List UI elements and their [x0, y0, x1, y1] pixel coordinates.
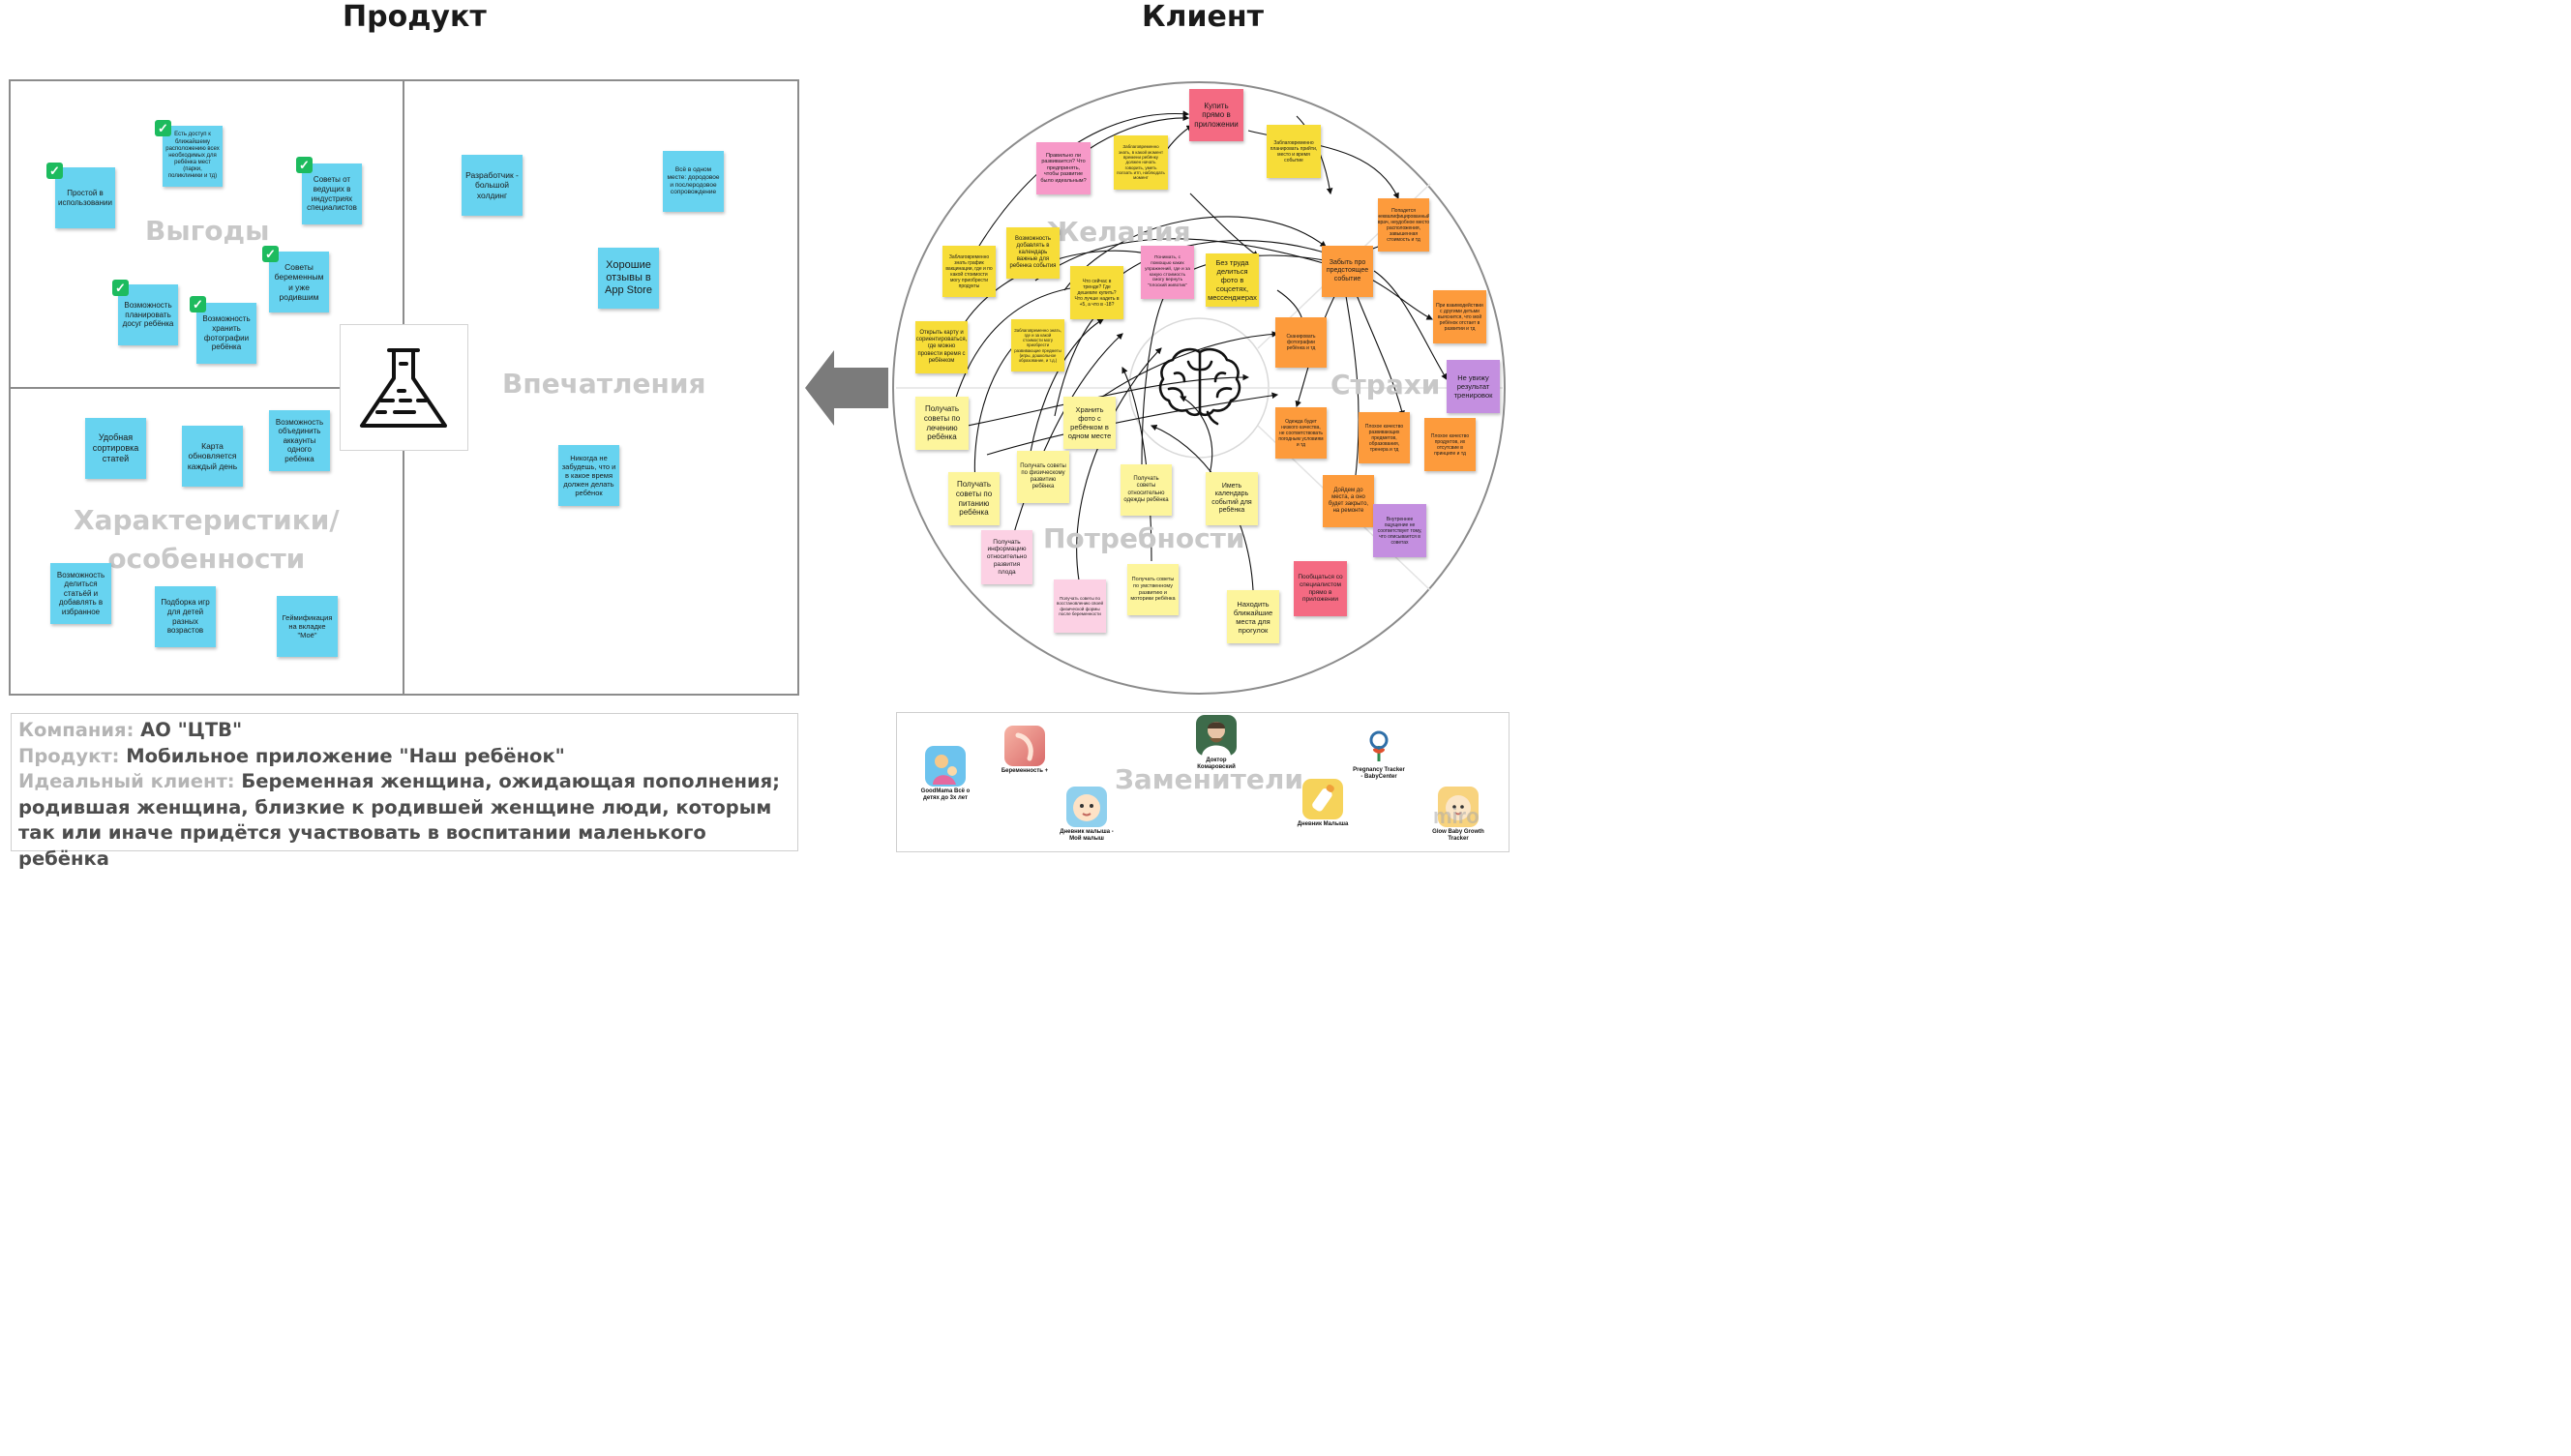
sticky-want[interactable]: Правильно ли развивается? Что предпринят… — [1036, 142, 1091, 194]
sticky-gain[interactable]: Простой в использовании — [55, 167, 115, 228]
sticky-want[interactable]: Заблаговременно знать, где и за какой ст… — [1011, 319, 1064, 371]
check-icon: ✓ — [296, 157, 313, 173]
sticky-want[interactable]: Открыть карту и сориентироваться, где мо… — [915, 321, 968, 373]
app-komarovsky: Доктор Комаровский — [1189, 715, 1243, 771]
sticky-feature[interactable]: Возможность объединить аккаунты одного р… — [269, 410, 330, 471]
wants-label: Желания — [1046, 216, 1191, 248]
sticky-feature[interactable]: Удобная сортировка статей — [85, 418, 146, 479]
sticky-want[interactable]: Купить прямо в приложении — [1189, 89, 1243, 141]
sticky-need[interactable]: Получать советы по питанию ребёнка — [948, 472, 1000, 525]
gains-label: Выгоды — [145, 215, 270, 247]
substitutes-label: Заменители — [1115, 763, 1303, 795]
sticky-experience[interactable]: Всё в одном месте: дородовое и послеродо… — [663, 151, 724, 212]
sticky-need[interactable]: Получать информацию относительно развити… — [981, 530, 1032, 584]
app-baby-bottle: Дневник Малыша — [1296, 779, 1350, 828]
sticky-fear[interactable]: Внутреннее ощущение не соответствует том… — [1373, 504, 1426, 557]
ideal-client-key: Идеальный клиент: — [18, 770, 235, 792]
sticky-want[interactable]: Заблаговременно планировать прийти, мест… — [1267, 125, 1321, 178]
check-icon: ✓ — [155, 120, 171, 136]
app-babycenter: Pregnancy Tracker - BabyCenter — [1352, 728, 1406, 781]
company-key: Компания: — [18, 719, 135, 741]
sticky-fear[interactable]: Не увижу результат тренировок — [1447, 360, 1500, 413]
sticky-want[interactable]: Понимать, с помощью каких упражнений, гд… — [1141, 246, 1194, 299]
sticky-experience[interactable]: Разработчик - большой холдинг — [462, 155, 523, 216]
sticky-need[interactable]: Иметь календарь событий для ребёнка — [1206, 472, 1258, 525]
sticky-want[interactable]: Заблаговременно знать график вакцинации,… — [942, 246, 996, 297]
arrow-left-icon — [805, 350, 890, 431]
sticky-fear[interactable]: Дойдем до места, а оно будет закрыто, на… — [1323, 475, 1374, 527]
app-glow-baby: Glow Baby Growth Tracker — [1429, 787, 1487, 843]
ideal-client-value: Беременная женщина, ожидающая пополнения… — [18, 770, 780, 870]
sticky-need[interactable]: Получать советы по физическому развитию … — [1017, 451, 1069, 503]
app-baby-diary: Дневник малыша - Мой малыш — [1060, 787, 1114, 843]
app-goodmama: GoodMama Всё о детях до 3х лет — [918, 746, 972, 802]
client-header: Клиент — [1142, 0, 1264, 34]
sticky-feature[interactable]: Геймификация на вкладке "Моё" — [277, 596, 338, 657]
sticky-experience[interactable]: Никогда не забудешь, что и в какое время… — [558, 445, 619, 506]
sticky-fear[interactable]: Забыть про предстоящее событие — [1322, 246, 1373, 297]
sticky-need[interactable]: Получать советы по восстановлению своей … — [1054, 579, 1106, 633]
sticky-need[interactable]: Получать советы по лечению ребёнка — [915, 397, 969, 450]
sticky-want[interactable]: Что сейчас в тренде? Где дешевле купить?… — [1070, 266, 1123, 319]
sticky-fear[interactable]: Сканировать фотографии ребёнка и тд — [1275, 317, 1327, 368]
horizontal-divider — [10, 387, 404, 389]
sticky-fear[interactable]: Плохое качество развивающих предметов, о… — [1359, 412, 1410, 463]
babycenter-icon — [1360, 728, 1397, 765]
sticky-want[interactable]: Заблаговременно знать, в какой момент вр… — [1114, 135, 1168, 190]
brain-icon — [1155, 344, 1246, 432]
substitutes-box: Заменители GoodMama Всё о детях до 3х ле… — [896, 712, 1510, 852]
sticky-gain[interactable]: Советы беременным и уже родившим — [269, 252, 329, 312]
sticky-feature[interactable]: Карта обновляется каждый день — [182, 426, 243, 487]
flask-icon — [340, 324, 468, 451]
sticky-gain[interactable]: Есть доступ к ближайшему расположению вс… — [163, 126, 223, 187]
product-header: Продукт — [343, 0, 487, 34]
sticky-need[interactable]: Получать советы относительно одежды ребё… — [1121, 464, 1172, 516]
sticky-gain[interactable]: Возможность хранить фотографии ребёнка — [196, 303, 256, 364]
komarovsky-icon — [1196, 715, 1237, 756]
fears-label: Страхи — [1330, 369, 1441, 401]
product-key: Продукт: — [18, 744, 120, 767]
company-info-box: Компания: АО "ЦТВ" Продукт: Мобильное пр… — [11, 713, 798, 870]
sticky-want[interactable]: Без труда делиться фото в соцсетях, месс… — [1206, 253, 1259, 307]
goodmama-icon — [925, 746, 966, 787]
baby-bottle-icon — [1302, 779, 1343, 819]
sticky-fear[interactable]: Попадется неквалифицированный врач, неуд… — [1378, 198, 1429, 252]
check-icon: ✓ — [262, 246, 279, 262]
sticky-need[interactable]: Получать советы по умственному развитию … — [1127, 564, 1179, 615]
sticky-experience[interactable]: Хорошие отзывы в App Store — [598, 248, 659, 309]
glow-baby-icon — [1438, 787, 1479, 827]
features-label: Характеристики/ особенности — [74, 504, 340, 575]
sticky-need[interactable]: Пообщаться со специалистом прямо в прило… — [1294, 561, 1347, 616]
check-icon: ✓ — [190, 296, 206, 312]
baby-diary-icon — [1066, 787, 1107, 827]
sticky-fear[interactable]: При взаимодействии с другими детьми выяс… — [1433, 290, 1486, 343]
needs-label: Потребности — [1043, 522, 1245, 554]
sticky-need[interactable]: Находить ближайшие места для прогулок — [1227, 590, 1279, 643]
experience-label: Впечатления — [502, 368, 706, 400]
sticky-feature[interactable]: Подборка игр для детей разных возрастов — [155, 586, 216, 647]
sticky-fear[interactable]: Плохое качество продуктов, их отсутсвие … — [1424, 418, 1476, 471]
product-value: Мобильное приложение "Наш ребёнок" — [126, 744, 565, 767]
sticky-need[interactable]: Хранить фото с ребёнком в одном месте — [1063, 397, 1116, 449]
company-value: АО "ЦТВ" — [140, 719, 243, 741]
sticky-gain[interactable]: Советы от ведущих в индустриях специалис… — [302, 163, 362, 224]
sticky-feature[interactable]: Возможность делиться статьёй и добавлять… — [50, 563, 111, 624]
app-pregnancy-plus: Беременность + — [998, 726, 1052, 775]
sticky-fear[interactable]: Одежда будет низкого качества, не соотве… — [1275, 407, 1327, 459]
miro-watermark: miro — [1433, 804, 1480, 828]
check-icon: ✓ — [46, 163, 63, 179]
sticky-want[interactable]: Возможность добавлять в календарь важные… — [1006, 227, 1060, 279]
pregnancy-plus-icon — [1004, 726, 1045, 766]
check-icon: ✓ — [112, 280, 129, 296]
